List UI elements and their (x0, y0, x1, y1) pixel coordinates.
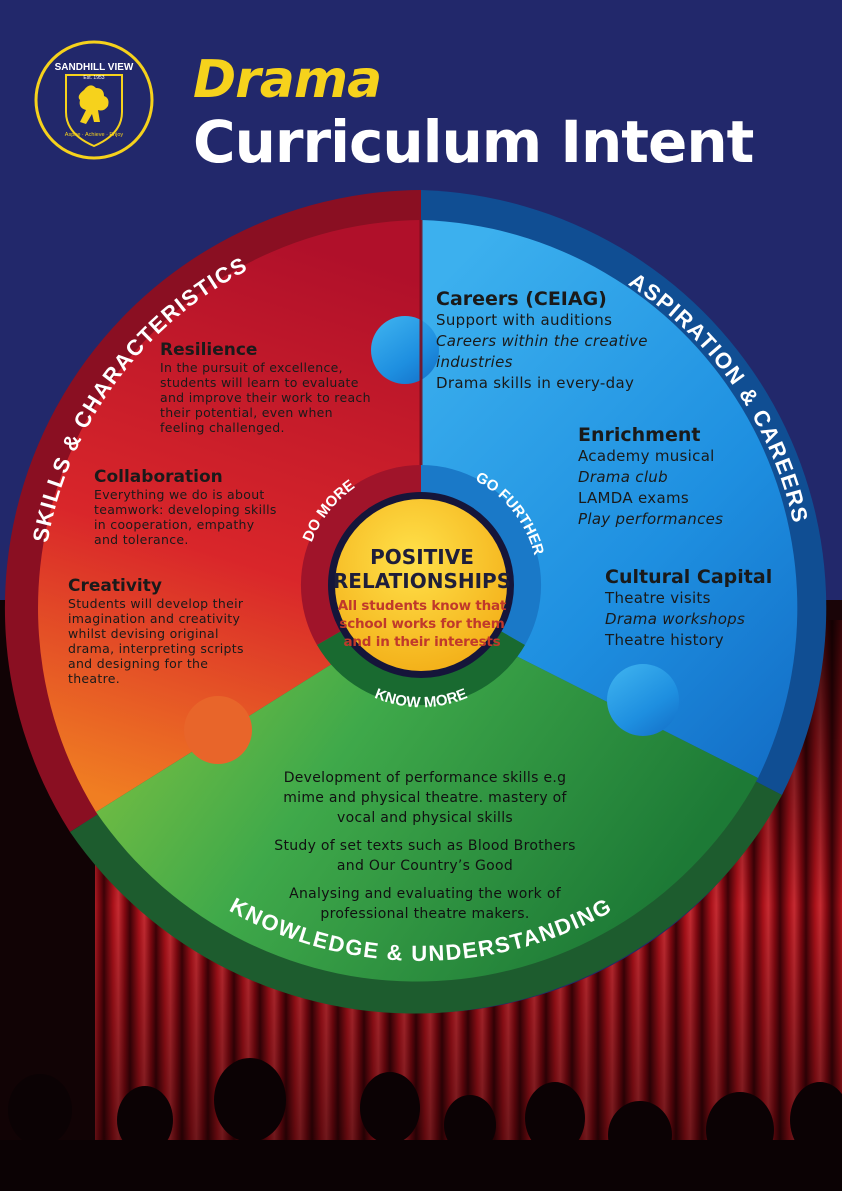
creativity-title: Creativity (68, 576, 162, 596)
creativity-line: Students will develop their (68, 596, 244, 611)
center-heading-1: POSITIVE (370, 545, 474, 569)
creativity-line: and designing for the (68, 656, 209, 671)
knowledge-line: Development of performance skills e.g (283, 770, 567, 786)
center-panel: POSITIVE RELATIONSHIPS All students know… (302, 545, 542, 651)
center-heading-2: RELATIONSHIPS (332, 569, 512, 593)
cultural-capital-title: Cultural Capital (605, 566, 773, 588)
school-motto: Aspire · Achieve · Enjoy (65, 132, 124, 138)
center-sub-1: All students know that (337, 598, 507, 614)
enrichment-block: Enrichment Academy musical Drama club LA… (578, 424, 768, 530)
creativity-line: drama, interpreting scripts (68, 641, 244, 656)
careers-item: Careers within the creative (436, 332, 648, 350)
knowledge-line: vocal and physical skills (337, 810, 513, 826)
collaboration-line: and tolerance. (94, 532, 189, 547)
careers-block: Careers (CEIAG) Support with auditions C… (436, 288, 686, 394)
creativity-line: whilst devising original (68, 626, 219, 641)
enrichment-item: Academy musical (578, 447, 715, 465)
school-est: Est. 1953 (83, 75, 104, 81)
skills-sector (38, 220, 422, 812)
creativity-line: theatre. (68, 671, 121, 686)
resilience-block: Resilience In the pursuit of excellence,… (160, 340, 400, 435)
collaboration-block: Collaboration Everything we do is about … (94, 467, 314, 547)
resilience-line: their potential, even when (160, 405, 333, 420)
collaboration-line: in cooperation, empathy (94, 517, 255, 532)
knowledge-block: Development of performance skills e.g mi… (230, 768, 620, 932)
page-title: Curriculum Intent (193, 108, 754, 176)
cultural-item: Drama workshops (605, 610, 746, 628)
cultural-item: Theatre history (605, 631, 724, 649)
knowledge-line: Analysing and evaluating the work of (289, 886, 561, 902)
creativity-line: imagination and creativity (68, 611, 241, 626)
resilience-title: Resilience (160, 340, 258, 360)
collaboration-line: teamwork: developing skills (94, 502, 277, 517)
resilience-line: In the pursuit of excellence, (160, 360, 343, 375)
knowledge-line: professional theatre makers. (320, 906, 530, 922)
audience-silhouette (0, 1058, 842, 1191)
creativity-block: Creativity Students will develop their i… (68, 576, 278, 686)
enrichment-item: Play performances (578, 510, 724, 528)
center-sub-3: and in their interests (343, 634, 501, 650)
careers-item: industries (436, 353, 513, 371)
knowledge-line: and Our Country’s Good (336, 858, 514, 874)
resilience-line: and improve their work to reach (160, 390, 371, 405)
knowledge-line: mime and physical theatre. mastery of (283, 790, 567, 806)
subject-title: Drama (193, 50, 382, 110)
careers-title: Careers (CEIAG) (436, 288, 607, 310)
school-logo: SANDHILL VIEW Est. 1953 Aspire · Achieve… (34, 40, 154, 160)
school-name: SANDHILL VIEW (55, 62, 134, 73)
knowledge-sector (96, 608, 758, 982)
cultural-item: Theatre visits (605, 589, 711, 607)
enrichment-title: Enrichment (578, 424, 701, 446)
resilience-line: students will learn to evaluate (160, 375, 359, 390)
knowledge-line: Study of set texts such as Blood Brother… (274, 838, 576, 854)
cultural-capital-block: Cultural Capital Theatre visits Drama wo… (605, 566, 785, 651)
collaboration-line: Everything we do is about (94, 487, 265, 502)
resilience-line: feeling challenged. (160, 420, 285, 435)
center-sub-2: school works for them (339, 616, 505, 632)
careers-item: Support with auditions (436, 311, 613, 329)
careers-item: Drama skills in every-day (436, 374, 635, 392)
collaboration-title: Collaboration (94, 467, 223, 487)
enrichment-item: Drama club (578, 468, 668, 486)
enrichment-item: LAMDA exams (578, 489, 689, 507)
